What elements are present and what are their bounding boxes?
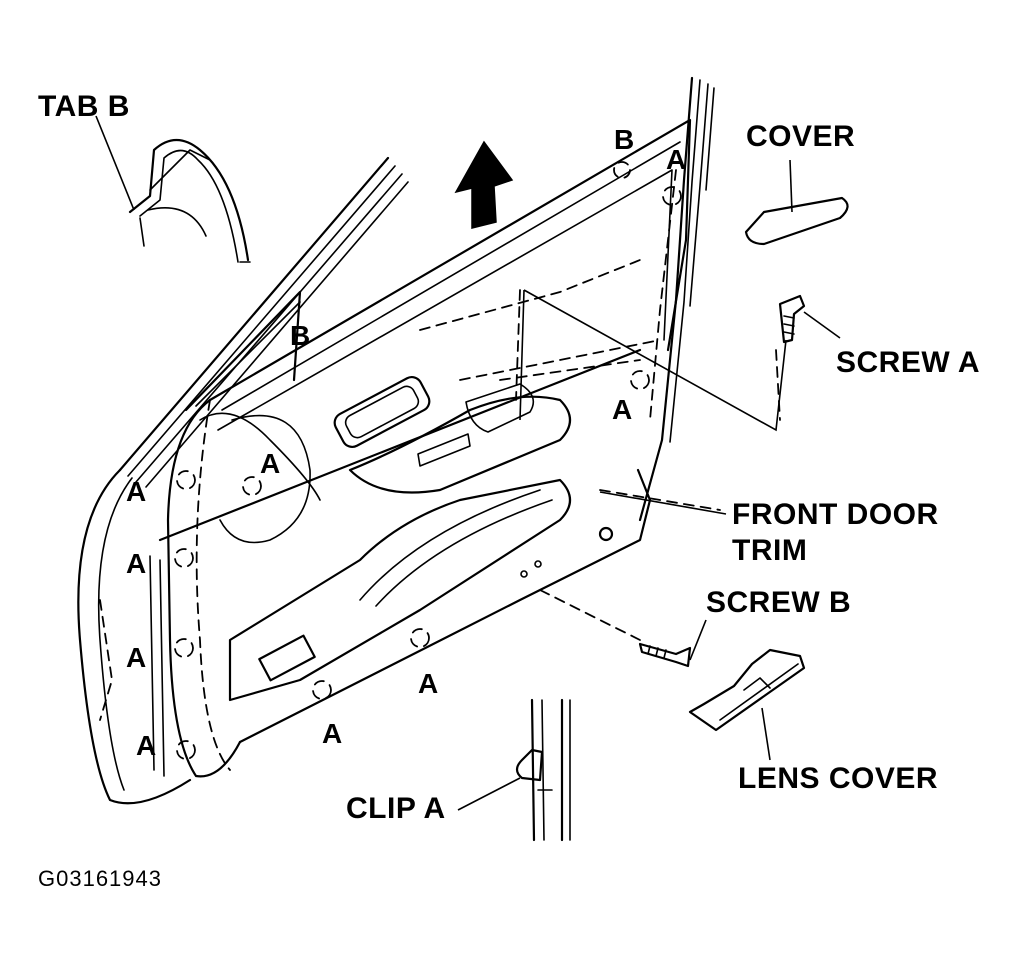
mark-b-left: B <box>290 320 311 351</box>
screw-a-part <box>778 294 841 344</box>
clip-holes <box>174 161 682 760</box>
door-frame <box>77 76 715 805</box>
mark-b-top: B <box>614 124 635 155</box>
clip-a-part <box>457 698 571 842</box>
label-screw-b: SCREW B <box>706 586 852 619</box>
mark-a-bottom-2: A <box>322 718 343 749</box>
label-front-door-trim-line2: TRIM <box>732 534 808 567</box>
screw-b-part <box>638 619 707 668</box>
label-cover: COVER <box>746 120 856 153</box>
front-door-trim-leader <box>599 491 727 515</box>
label-screw-a: SCREW A <box>836 346 981 379</box>
removal-direction-arrow <box>454 140 514 229</box>
mark-a-top-right: A <box>666 144 687 175</box>
mark-a-speaker: A <box>260 448 281 479</box>
mark-a-left-1: A <box>126 476 147 507</box>
cover-leader-lines <box>519 289 787 432</box>
figure-id: G03161943 <box>38 866 162 891</box>
label-lens-cover: LENS COVER <box>738 762 939 795</box>
mark-a-left-2: A <box>126 548 147 579</box>
mark-a-bottom-1: A <box>418 668 439 699</box>
lens-cover-part <box>688 648 806 761</box>
mark-a-left-3: A <box>126 642 147 673</box>
label-tab-b: TAB B <box>38 90 130 123</box>
cover-part <box>744 159 849 246</box>
tab-b-detail <box>95 115 251 263</box>
mark-a-left-4: A <box>136 730 157 761</box>
label-clip-a: CLIP A <box>346 792 446 825</box>
label-front-door-trim-line1: FRONT DOOR <box>732 498 939 531</box>
mark-a-right: A <box>612 394 633 425</box>
hidden-lines <box>99 169 781 771</box>
front-door-trim-panel <box>149 118 692 778</box>
